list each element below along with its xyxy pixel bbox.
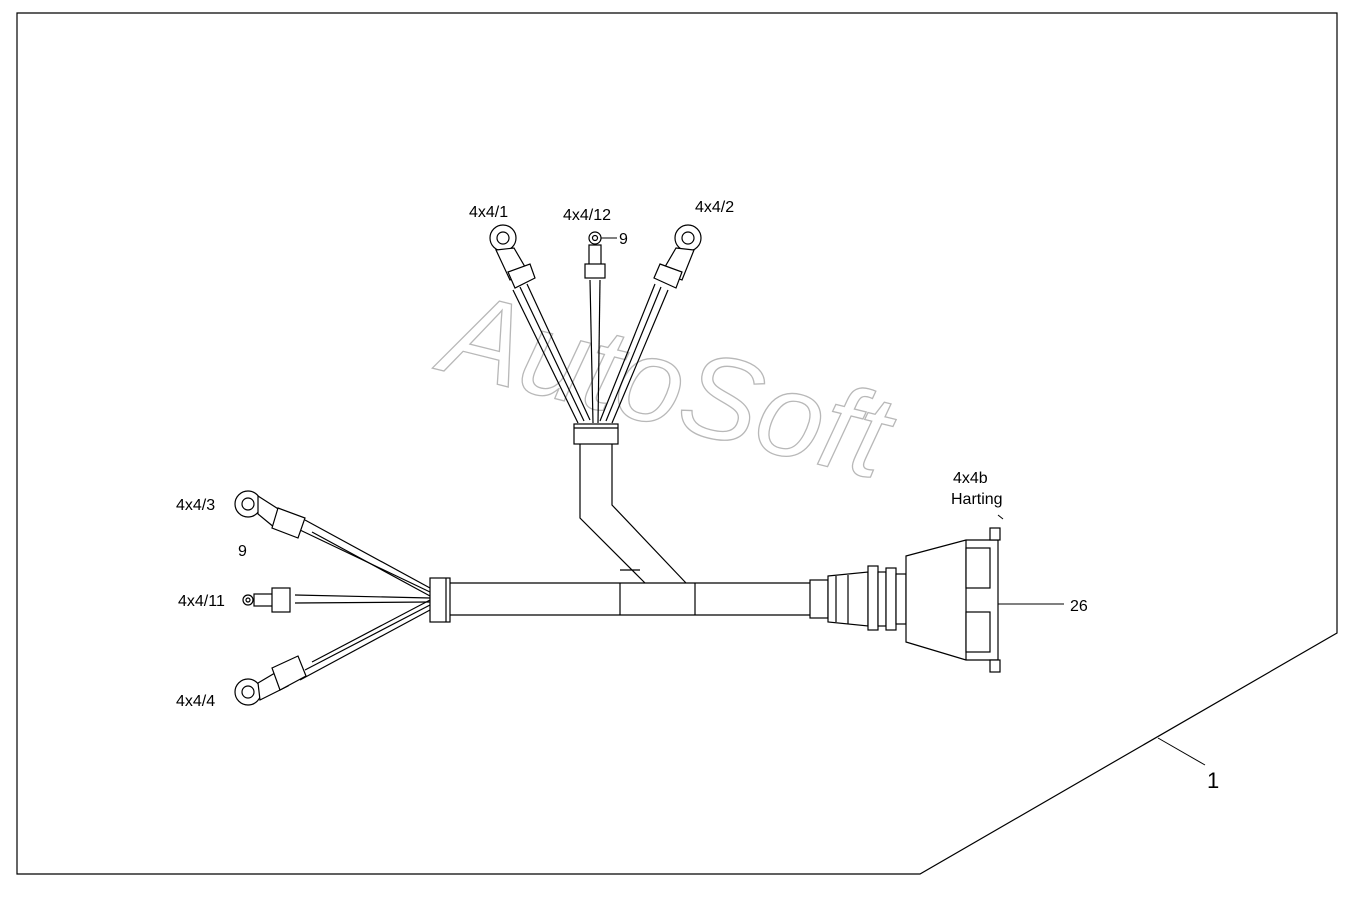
harness-trunk bbox=[445, 582, 812, 616]
label-4x4-2: 4x4/2 bbox=[695, 199, 734, 216]
callout-26: 26 bbox=[1070, 598, 1088, 615]
label-4x4-4: 4x4/4 bbox=[176, 693, 215, 710]
callout-leader-harting bbox=[997, 514, 1004, 520]
top-junction-sleeve bbox=[573, 423, 619, 445]
callout-1: 1 bbox=[1207, 768, 1219, 793]
callout-9-top: 9 bbox=[619, 231, 628, 248]
label-4x4-11: 4x4/11 bbox=[178, 593, 225, 610]
top-wires bbox=[512, 279, 669, 424]
callout-9-left: 9 bbox=[238, 543, 247, 560]
pin-terminal-4x4-12 bbox=[584, 231, 606, 279]
label-4x4-1: 4x4/1 bbox=[469, 204, 508, 221]
ring-terminal-4x4-3 bbox=[234, 490, 306, 539]
left-junction-sleeve bbox=[429, 577, 451, 623]
harting-connector bbox=[809, 527, 1001, 673]
watermark-text: AutoSoft bbox=[426, 265, 907, 505]
label-connector-code: 4x4b bbox=[953, 470, 988, 487]
ring-terminal-4x4-1 bbox=[489, 224, 536, 289]
pin-terminal-4x4-11 bbox=[242, 587, 291, 613]
label-connector-brand: Harting bbox=[951, 491, 1003, 508]
harness-top-branch bbox=[579, 440, 687, 584]
ring-terminal-4x4-2 bbox=[653, 224, 702, 289]
label-4x4-3: 4x4/3 bbox=[176, 497, 215, 514]
callout-leader-assembly bbox=[1157, 737, 1206, 766]
label-4x4-12: 4x4/12 bbox=[563, 207, 611, 224]
left-wires bbox=[294, 519, 431, 681]
ring-terminal-4x4-4 bbox=[234, 655, 307, 706]
sheet-border bbox=[16, 12, 1338, 875]
